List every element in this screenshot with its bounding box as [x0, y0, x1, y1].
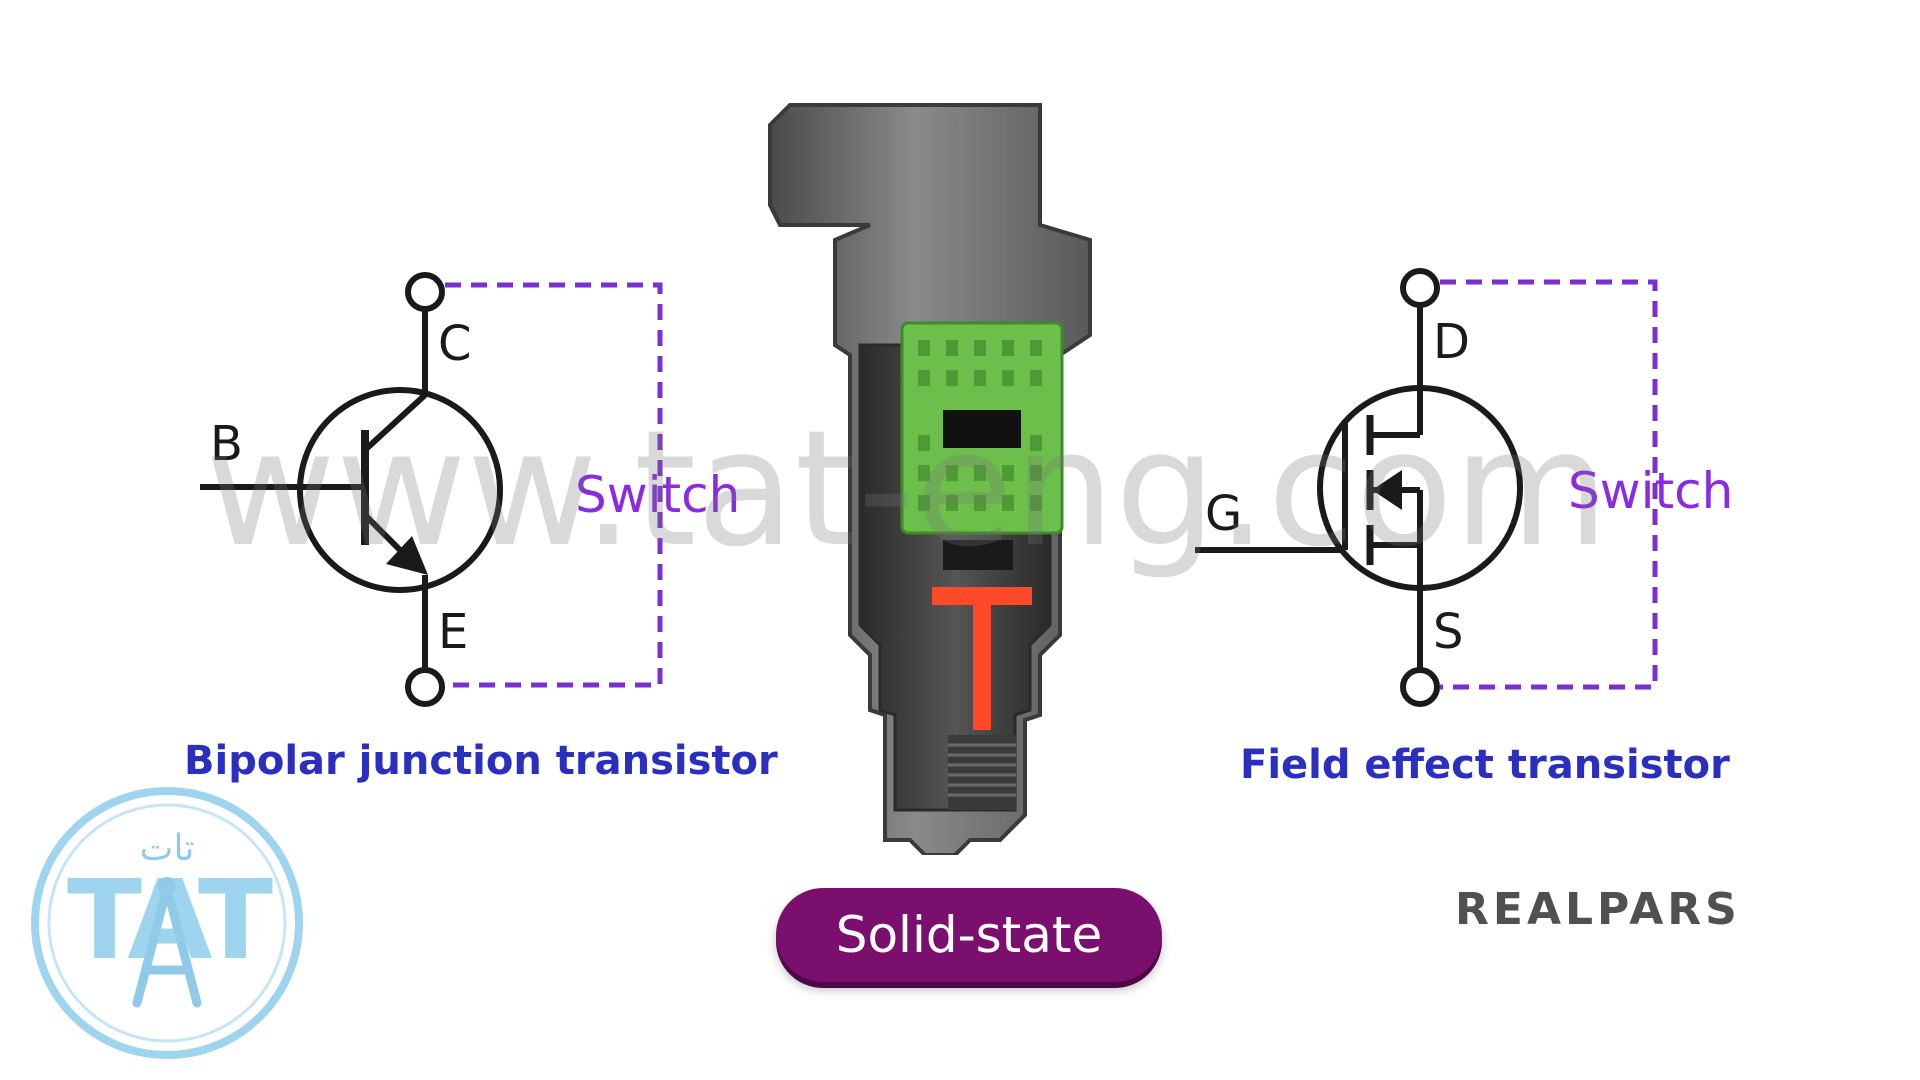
bjt-caption: Bipolar junction transistor — [184, 738, 778, 784]
pcb-pads — [918, 340, 1042, 511]
ic-chip — [943, 410, 1021, 448]
fet-label-drain: D — [1433, 314, 1470, 370]
bjt-label-collector: C — [438, 316, 472, 372]
bjt-label-base: B — [210, 416, 243, 472]
realpars-logo: REALPARS — [1455, 884, 1741, 935]
emitter-terminal — [405, 667, 445, 707]
spring-stem — [973, 600, 991, 730]
fet-caption: Field effect transistor — [1240, 742, 1730, 788]
bjt-label-emitter: E — [438, 604, 468, 660]
tat-logo-arabic: تات — [140, 828, 195, 869]
spring-head — [932, 587, 1032, 605]
fet-switch-loop — [1440, 279, 1658, 690]
source-terminal — [1400, 667, 1440, 707]
fet-symbol: D G S Switch — [1195, 268, 1733, 707]
emitter-arrow — [386, 536, 428, 575]
threaded-fitting — [948, 735, 1016, 810]
fet-label-source: S — [1433, 604, 1463, 660]
solid-state-device — [768, 103, 1092, 855]
tat-logo-letters: TAT — [67, 856, 273, 984]
tat-logo: تات TAT — [31, 787, 303, 1059]
bjt-symbol: C B E Switch — [200, 272, 740, 707]
fet-label-gate: G — [1205, 486, 1242, 542]
collector-terminal — [405, 272, 445, 312]
drain-terminal — [1400, 268, 1440, 308]
fet-switch-label: Switch — [1568, 462, 1733, 520]
bjt-switch-label: Switch — [575, 466, 740, 524]
solid-state-label: Solid-state — [835, 906, 1103, 964]
fet-arrow — [1372, 470, 1402, 510]
solid-state-badge: Solid-state — [776, 888, 1162, 982]
bjt-switch-loop — [445, 282, 663, 688]
